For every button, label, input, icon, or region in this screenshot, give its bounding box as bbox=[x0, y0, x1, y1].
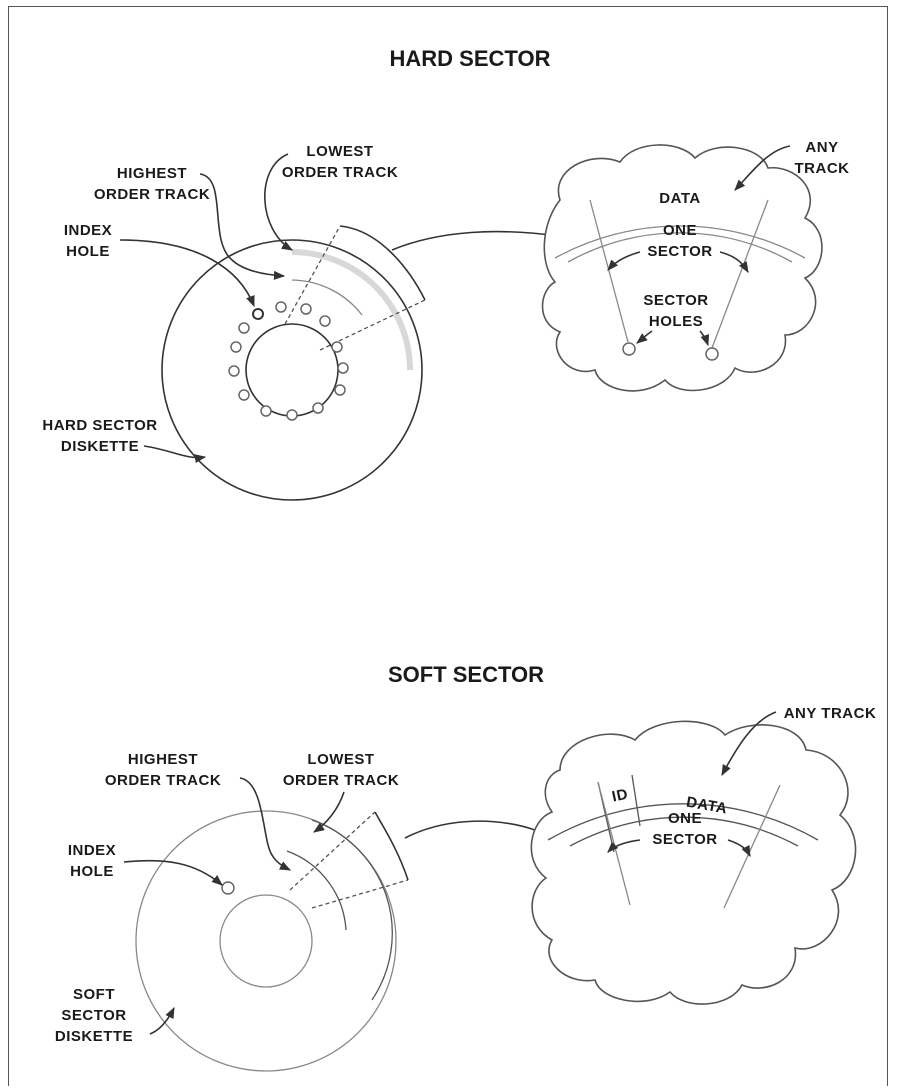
hard-lowest-pointer bbox=[264, 153, 293, 251]
sector-boundary-line bbox=[289, 811, 376, 891]
soft-sector-label: SECTOR bbox=[652, 831, 717, 848]
soft-any-label: ANY TRACK bbox=[784, 705, 877, 722]
diskette-center-hole bbox=[219, 894, 313, 988]
hard-diskette-label-2: DISKETTE bbox=[61, 438, 139, 455]
hard-index-label-1: INDEX bbox=[64, 222, 112, 239]
soft-diskette-label-1: SOFT bbox=[73, 986, 115, 1003]
hard-one-label: ONE bbox=[663, 222, 697, 239]
hard-sector-left-arrow bbox=[607, 251, 641, 271]
hard-track-inner-arc bbox=[567, 232, 793, 263]
sector-boundary-line bbox=[311, 879, 409, 909]
hard-sector-boundary-left bbox=[589, 199, 629, 343]
lowest-order-track-arc bbox=[311, 819, 393, 1001]
hard-sector-hole-left bbox=[622, 342, 636, 356]
soft-index-label-2: HOLE bbox=[70, 863, 114, 880]
sector-boundary-line bbox=[319, 299, 426, 351]
soft-sector-title: SOFT SECTOR bbox=[388, 662, 544, 687]
soft-index-hole bbox=[221, 881, 235, 895]
track-shading bbox=[291, 249, 413, 371]
soft-lowest-pointer bbox=[313, 791, 345, 833]
highest-order-track-arc bbox=[286, 850, 347, 931]
soft-lowest-label-1: LOWEST bbox=[307, 751, 374, 768]
diskette-outer-edge bbox=[161, 239, 423, 501]
hard-sector-boundary-right bbox=[711, 199, 769, 349]
soft-diskette-label-2: SECTOR bbox=[61, 1007, 126, 1024]
hard-data-label: DATA bbox=[659, 190, 700, 207]
zoom-cut-edge bbox=[374, 811, 409, 881]
soft-sector-right-arrow bbox=[727, 839, 751, 858]
soft-lowest-label-2: ORDER TRACK bbox=[283, 772, 399, 789]
hard-index-label-2: HOLE bbox=[66, 243, 110, 260]
sector-holes bbox=[228, 301, 349, 421]
hard-any-label-1: ANY bbox=[805, 139, 838, 156]
hard-highest-label-2: ORDER TRACK bbox=[94, 186, 210, 203]
hard-zoom-connector bbox=[391, 230, 559, 251]
soft-id-data-boundary bbox=[631, 774, 641, 827]
hard-sector-hole-right bbox=[705, 347, 719, 361]
hard-holes-left-arrow bbox=[636, 330, 653, 344]
hard-lowest-label-2: ORDER TRACK bbox=[282, 164, 398, 181]
hard-any-label-2: TRACK bbox=[795, 160, 850, 177]
soft-data-label: DATA bbox=[685, 794, 729, 818]
sector-boundary-line bbox=[284, 225, 341, 325]
hard-sector-diskette bbox=[161, 225, 426, 501]
soft-highest-label-1: HIGHEST bbox=[128, 751, 198, 768]
soft-sector-diskette bbox=[135, 810, 409, 1072]
soft-sector-left-arrow bbox=[607, 839, 641, 853]
hard-lowest-label-1: LOWEST bbox=[306, 143, 373, 160]
soft-track-outer-arc bbox=[547, 803, 819, 841]
soft-sector-boundary-right bbox=[723, 784, 781, 909]
soft-id-label: ID bbox=[610, 786, 629, 806]
soft-index-pointer bbox=[123, 859, 223, 886]
hard-zoom-cloud bbox=[541, 144, 823, 392]
diskette-center-hole bbox=[245, 323, 339, 417]
zoom-cut-edge bbox=[339, 225, 426, 301]
hard-holes-right-arrow bbox=[699, 330, 710, 347]
highest-order-track-arc bbox=[291, 279, 363, 316]
hard-sector-section: HARD SECTOR bbox=[42, 46, 850, 501]
hard-highest-pointer bbox=[199, 173, 286, 280]
hard-sector-title: HARD SECTOR bbox=[390, 46, 551, 71]
hard-any-pointer bbox=[734, 145, 791, 191]
hard-holes-label-1: SECTOR bbox=[643, 292, 708, 309]
hard-track-outer-arc bbox=[554, 225, 806, 259]
soft-track-inner-arc bbox=[569, 816, 799, 847]
hard-highest-label-1: HIGHEST bbox=[117, 165, 187, 182]
soft-highest-pointer bbox=[239, 777, 292, 871]
soft-any-pointer bbox=[721, 711, 777, 776]
hard-index-pointer bbox=[119, 239, 255, 308]
hard-holes-label-2: HOLES bbox=[649, 313, 703, 330]
soft-one-label: ONE bbox=[668, 810, 702, 827]
soft-diskette-pointer bbox=[149, 1006, 175, 1035]
soft-zoom-connector bbox=[404, 820, 536, 839]
soft-zoom-cloud bbox=[530, 720, 857, 1005]
hard-diskette-label-1: HARD SECTOR bbox=[42, 417, 157, 434]
soft-diskette-label-3: DISKETTE bbox=[55, 1028, 133, 1045]
soft-index-label-1: INDEX bbox=[68, 842, 116, 859]
soft-sector-section: SOFT SECTOR HIGHEST ORDER TRACK LOWEST O… bbox=[55, 662, 877, 1072]
hard-sector-right-arrow bbox=[719, 251, 749, 273]
hard-diskette-pointer bbox=[143, 445, 207, 463]
figure-frame bbox=[8, 6, 888, 1086]
diskette-outer-edge bbox=[135, 810, 397, 1072]
hard-sector-label: SECTOR bbox=[647, 243, 712, 260]
soft-highest-label-2: ORDER TRACK bbox=[105, 772, 221, 789]
